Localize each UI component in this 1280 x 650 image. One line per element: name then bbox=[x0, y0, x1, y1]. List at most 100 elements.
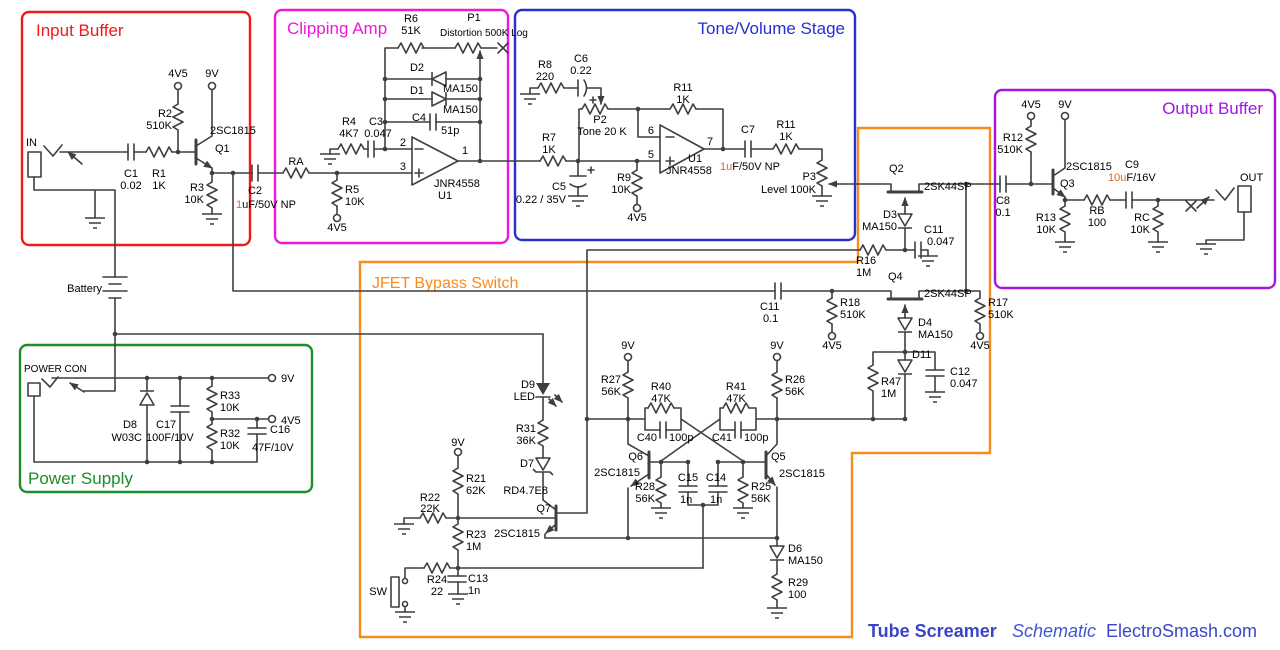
capacitor-c6 bbox=[577, 79, 597, 104]
resistor-r41 bbox=[722, 402, 750, 414]
r17-value: 510K bbox=[988, 309, 1014, 321]
r31-value: 36K bbox=[516, 435, 536, 447]
q5-label: Q5 bbox=[771, 451, 786, 463]
section-title-tone-volume: Tone/Volume Stage bbox=[698, 19, 845, 38]
ground-icon bbox=[1148, 241, 1168, 253]
opamp-u1b-icon bbox=[659, 124, 705, 174]
transistor-q5-emitter bbox=[765, 473, 776, 486]
c11a-label: C11 bbox=[924, 224, 943, 236]
c1-value: 0.02 bbox=[120, 180, 141, 192]
opamp1-pin3: 3 bbox=[400, 161, 406, 173]
r11b-label: R11 bbox=[776, 119, 795, 131]
jfet-bypass-box bbox=[358, 126, 992, 639]
q3-type: 2SC1815 bbox=[1066, 161, 1112, 173]
terminal-4v5-output bbox=[1026, 111, 1036, 121]
c2-label: C2 bbox=[248, 185, 262, 197]
potentiometer-p3-track bbox=[816, 159, 828, 187]
r31-label: R31 bbox=[516, 423, 536, 435]
input-jack-switch-arrow-icon bbox=[67, 151, 83, 165]
r7-value: 1K bbox=[542, 144, 556, 156]
resistor-r9 bbox=[631, 169, 643, 197]
resistor-r28 bbox=[655, 476, 667, 504]
title-product: Tube Screamer bbox=[868, 621, 997, 641]
zener-d7-icon bbox=[532, 457, 554, 476]
r16-value: 1M bbox=[856, 267, 871, 279]
rc-label: RC bbox=[1134, 212, 1150, 224]
c7-value: 1uF/50V NP bbox=[720, 161, 780, 173]
fet-switch-wires bbox=[233, 183, 1001, 514]
r3-label: R3 bbox=[190, 182, 204, 194]
ground-icon bbox=[925, 391, 945, 403]
ground-icon bbox=[568, 195, 588, 207]
r5-value: 10K bbox=[345, 196, 365, 208]
c3-label: C3 bbox=[369, 116, 383, 128]
switch-contact-icon bbox=[401, 577, 409, 585]
r24-label: R24 bbox=[427, 574, 447, 586]
d4-value: MA150 bbox=[918, 329, 953, 341]
r29-label: R29 bbox=[788, 577, 808, 589]
d7-label: D7 bbox=[520, 458, 534, 470]
diode-d6 bbox=[769, 545, 785, 561]
p1-value: Distortion 500K Log bbox=[440, 28, 528, 39]
ground-icon bbox=[812, 195, 832, 207]
battery-icon bbox=[102, 276, 128, 299]
output-jack-plug-icon bbox=[1215, 187, 1235, 201]
q4-label: Q4 bbox=[888, 271, 903, 283]
r18-value: 510K bbox=[840, 309, 866, 321]
c3-value: 0.047 bbox=[364, 128, 392, 140]
ground-icon bbox=[1055, 241, 1075, 253]
q5-type: 2SC1815 bbox=[779, 468, 825, 480]
jfet-bypass-circuit bbox=[233, 183, 1001, 623]
c15-value: 1n bbox=[680, 494, 692, 506]
c2-value-rest: uF/50V NP bbox=[242, 199, 296, 211]
r29-value: 100 bbox=[788, 589, 806, 601]
c2-value: 1uF/50V NP bbox=[236, 199, 296, 211]
potentiometer-p2-track bbox=[581, 103, 609, 115]
diode-d1 bbox=[431, 91, 447, 107]
terminal-4v5-r17 bbox=[975, 331, 985, 341]
opamp2-pin7: 7 bbox=[707, 136, 713, 148]
resistor-r5 bbox=[331, 179, 343, 207]
r16-label: R16 bbox=[856, 255, 876, 267]
switch-contact-icon bbox=[401, 600, 409, 608]
transistor-q3-emitter bbox=[1052, 187, 1066, 198]
resistor-r26 bbox=[771, 371, 783, 399]
output-buffer-box bbox=[993, 88, 1277, 290]
r47-label: R47 bbox=[881, 376, 901, 388]
capacitor-c14 bbox=[708, 485, 728, 493]
diode-d8 bbox=[139, 390, 155, 406]
terminal-4v5-supply bbox=[267, 414, 277, 424]
r12-label: R12 bbox=[1003, 132, 1023, 144]
r13-label: R13 bbox=[1036, 212, 1056, 224]
r9-label: R9 bbox=[617, 172, 631, 184]
c41-label: C41 bbox=[712, 432, 732, 444]
u1a-type: JNR4558 bbox=[434, 178, 480, 190]
r3-value: 10K bbox=[184, 194, 204, 206]
r11a-value: 1K bbox=[676, 94, 690, 106]
r4-label: R4 bbox=[342, 116, 356, 128]
section-title-input-buffer: Input Buffer bbox=[36, 21, 124, 40]
resistor-r33 bbox=[206, 385, 218, 413]
r32-label: R32 bbox=[220, 428, 240, 440]
capacitor-c16 bbox=[247, 427, 267, 435]
diode-d3 bbox=[897, 213, 913, 229]
c13-value: 1n bbox=[468, 585, 480, 597]
capacitor-c1 bbox=[127, 143, 135, 161]
ground-icon bbox=[767, 607, 787, 619]
r28-label: R28 bbox=[635, 481, 655, 493]
terminal-4v5-r18 bbox=[827, 331, 837, 341]
r18-label: R18 bbox=[840, 297, 860, 309]
c5-label: C5 bbox=[552, 181, 566, 193]
diode-d4 bbox=[897, 317, 913, 333]
r6-label: R6 bbox=[404, 13, 418, 25]
power-jack-plug-icon bbox=[41, 376, 59, 388]
r40-value: 47K bbox=[651, 393, 671, 405]
opamp2-pin6: 6 bbox=[648, 125, 654, 137]
resistor-r31 bbox=[537, 419, 549, 447]
r47-value: 1M bbox=[881, 388, 896, 400]
ground-icon bbox=[918, 255, 938, 267]
input-buffer-box bbox=[20, 10, 252, 247]
resistor-r11a bbox=[669, 103, 697, 115]
driver-wires bbox=[403, 333, 704, 613]
